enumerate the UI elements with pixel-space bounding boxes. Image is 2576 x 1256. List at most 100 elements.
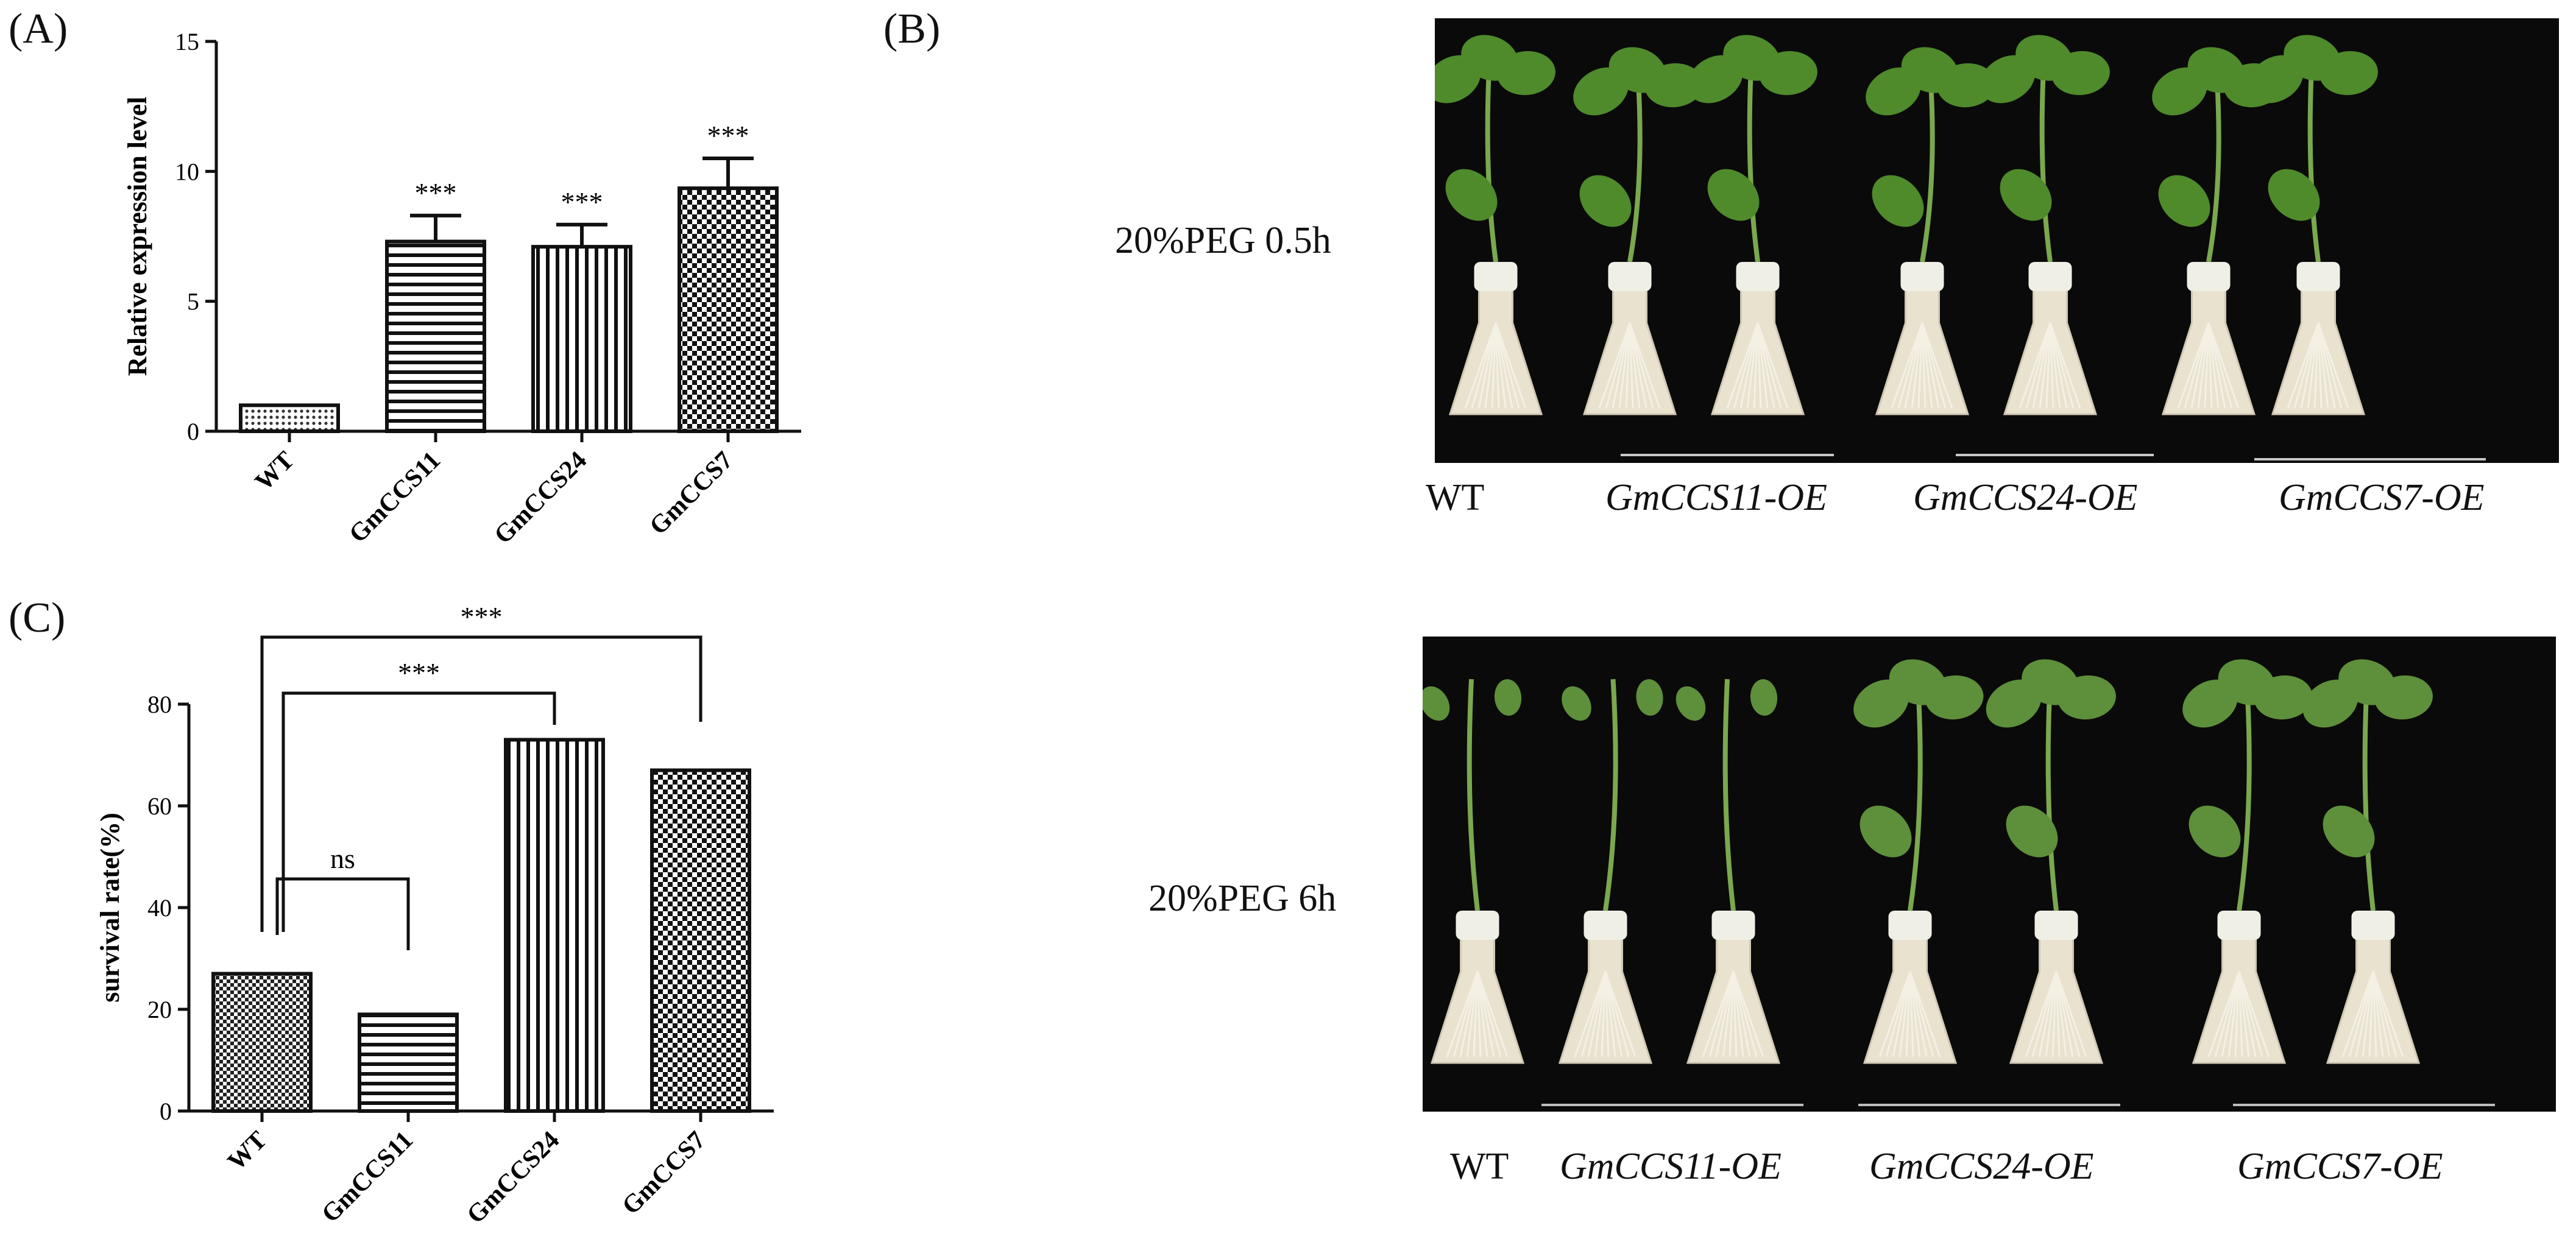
root	[1732, 971, 1738, 1057]
plant	[2182, 659, 2313, 1064]
panel-label-c: (C)	[9, 594, 66, 641]
stem	[2237, 679, 2252, 911]
bar	[650, 768, 751, 1113]
leaf	[2187, 47, 2245, 93]
plant	[1435, 35, 1555, 415]
bar	[211, 972, 313, 1113]
plant	[1675, 679, 1781, 1064]
caption-gmccs7-bottom: GmCCS7-OE	[2237, 1146, 2443, 1187]
bar	[385, 239, 486, 433]
caption-gmccs11-bottom: GmCCS11-OE	[1560, 1146, 1782, 1187]
flask	[1448, 285, 1543, 415]
foam-plug	[1456, 911, 1499, 940]
comparison-bracket	[275, 877, 410, 950]
stem	[1603, 679, 1618, 911]
plant	[1986, 659, 2116, 1064]
bar	[504, 738, 605, 1113]
plant	[2248, 35, 2378, 415]
leaf	[1889, 659, 1947, 705]
root	[2317, 322, 2336, 409]
root	[1732, 971, 1764, 1057]
root	[2372, 971, 2391, 1057]
root	[2049, 322, 2054, 409]
plant-photo-peg-6h	[1423, 637, 2556, 1112]
root	[2045, 971, 2058, 1057]
leaf	[1675, 686, 1706, 721]
root	[1629, 322, 1661, 409]
panel-label-a: (A)	[9, 5, 68, 52]
stem	[1467, 679, 1480, 911]
root	[2039, 322, 2051, 409]
stem	[2045, 679, 2059, 911]
plant	[1853, 659, 1984, 1064]
stem	[1908, 679, 1923, 911]
plant	[1687, 35, 1817, 415]
caption-gmccs24-bottom: GmCCS24-OE	[1869, 1146, 2094, 1187]
bar	[531, 245, 632, 433]
group-line	[1541, 1104, 1803, 1106]
y-tick-label: 20	[147, 996, 172, 1023]
root	[1484, 322, 1497, 409]
root	[2238, 971, 2243, 1057]
root	[2031, 971, 2058, 1057]
root	[1909, 971, 1928, 1057]
foam-plug	[1736, 262, 1780, 291]
root	[2055, 971, 2067, 1057]
root	[1477, 322, 1497, 409]
y-tick-label: 0	[187, 418, 199, 445]
leaf	[2000, 169, 2052, 221]
root	[2368, 971, 2374, 1057]
comparison-bracket	[281, 691, 556, 932]
root	[1715, 971, 1735, 1057]
root	[2051, 971, 2058, 1057]
root	[1892, 971, 1911, 1057]
root	[1904, 322, 1923, 409]
root	[1729, 971, 1735, 1057]
root	[2207, 322, 2240, 409]
root	[2317, 322, 2343, 409]
significance-label: ***	[415, 177, 457, 208]
root	[1491, 322, 1497, 409]
significance-label: ***	[561, 186, 603, 217]
leaf	[1494, 679, 1522, 716]
leaf	[2218, 659, 2276, 705]
root	[1625, 322, 1631, 409]
y-tick-label: 10	[175, 158, 199, 185]
flask	[1582, 285, 1677, 415]
plant	[1558, 679, 1663, 1064]
root	[1921, 322, 1940, 409]
root	[1612, 322, 1631, 409]
foam-plug	[1900, 262, 1944, 291]
root	[2197, 322, 2210, 409]
root	[2025, 971, 2058, 1057]
foam-plug	[2351, 911, 2395, 940]
foam-plug	[2034, 911, 2078, 940]
root	[1466, 971, 1479, 1057]
root	[2207, 322, 2233, 409]
root	[1601, 971, 1607, 1057]
leaf	[1872, 175, 1924, 227]
foam-plug	[1608, 262, 1652, 291]
foam-plug	[1711, 911, 1755, 940]
group-line	[1956, 454, 2154, 456]
leaf	[1608, 47, 1666, 93]
root	[1580, 971, 1607, 1057]
significance-label: ***	[707, 120, 749, 151]
bar	[239, 403, 340, 433]
flask	[2161, 285, 2256, 415]
comparison-label: ns	[330, 843, 355, 874]
stem	[1920, 66, 1935, 263]
root	[1495, 322, 1513, 409]
root	[1476, 971, 1509, 1057]
root	[2362, 971, 2374, 1057]
leaf	[2323, 805, 2375, 858]
root	[2313, 322, 2319, 409]
root	[1594, 971, 1607, 1057]
flask	[1558, 934, 1653, 1064]
root	[2204, 322, 2210, 409]
bar	[678, 186, 779, 433]
root	[1604, 971, 1630, 1057]
flask	[1430, 934, 1525, 1064]
flask	[2003, 285, 2098, 415]
